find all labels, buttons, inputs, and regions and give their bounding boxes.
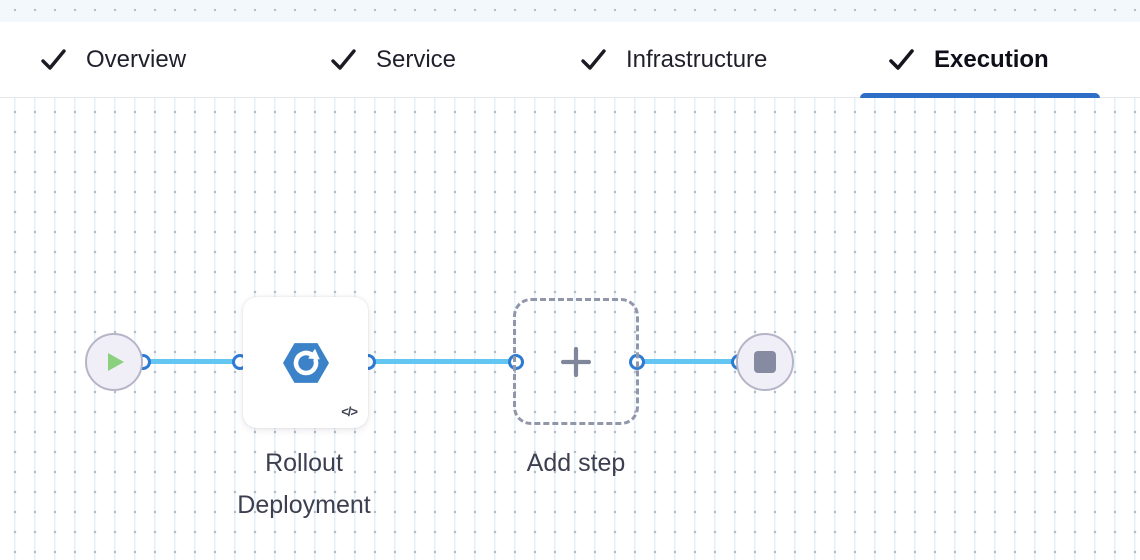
add-step-node[interactable] — [513, 298, 639, 425]
stop-icon — [754, 351, 776, 373]
check-icon — [580, 47, 607, 73]
connector-line — [637, 359, 739, 364]
check-icon — [40, 47, 67, 73]
start-node[interactable] — [85, 333, 143, 391]
connector-line — [143, 359, 240, 364]
tab-label: Service — [376, 45, 457, 73]
check-icon — [888, 47, 915, 73]
add-step-label: Add step — [526, 449, 626, 477]
execution-canvas[interactable]: </> Rollout Deployment Add step — [0, 98, 1140, 560]
tab-service[interactable]: Service — [330, 22, 456, 97]
step-node-label: Rollout Deployment — [237, 449, 371, 519]
tab-label: Overview — [86, 45, 187, 73]
connector-line — [368, 359, 516, 364]
step-node-rollout-deployment[interactable]: </> — [243, 297, 368, 428]
end-node[interactable] — [736, 333, 794, 391]
code-template-badge: </> — [341, 404, 358, 419]
check-icon — [330, 47, 357, 73]
plus-icon — [559, 345, 593, 379]
active-tab-underline — [860, 93, 1100, 98]
rollout-deployment-icon — [282, 339, 330, 387]
tab-label: Infrastructure — [626, 45, 768, 73]
stages-canvas-strip — [0, 0, 1140, 22]
stage-config-tabbar: Overview Service Infrastructure Executio… — [0, 22, 1140, 98]
tab-label: Execution — [934, 45, 1049, 73]
tab-overview[interactable]: Overview — [40, 22, 186, 97]
tab-infrastructure[interactable]: Infrastructure — [580, 22, 767, 97]
tab-execution[interactable]: Execution — [888, 22, 1049, 97]
connector-port[interactable] — [508, 354, 524, 370]
play-icon — [106, 351, 126, 373]
